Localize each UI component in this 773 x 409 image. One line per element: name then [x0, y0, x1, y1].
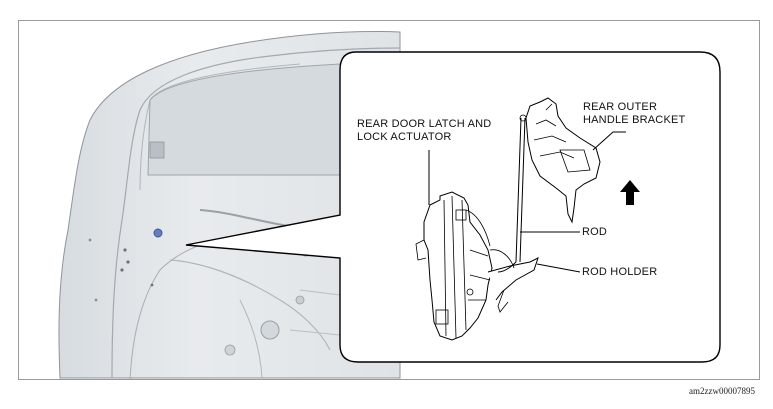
label-handle-bracket: REAR OUTER HANDLE BRACKET	[583, 101, 685, 127]
label-bracket-line2: HANDLE BRACKET	[583, 114, 686, 126]
label-latch-line2: LOCK ACTUATOR	[357, 131, 452, 143]
outer-handle-bracket	[525, 97, 601, 224]
leader-bracket	[592, 131, 626, 151]
label-rod: ROD	[582, 226, 608, 238]
door-inner-panel	[111, 47, 401, 379]
label-rod-holder: ROD HOLDER	[582, 266, 658, 278]
up-arrow-icon	[620, 180, 640, 205]
leader-rod-holder	[536, 263, 581, 273]
label-latch-line1: REAR DOOR LATCH AND	[357, 118, 492, 130]
figure-id: am2zzw00007895	[689, 386, 755, 396]
latch-body	[423, 191, 493, 341]
rod	[515, 117, 526, 263]
label-bracket-line1: REAR OUTER	[583, 101, 658, 113]
window-area	[147, 63, 341, 176]
label-latch-actuator: REAR DOOR LATCH AND LOCK ACTUATOR	[357, 118, 491, 144]
